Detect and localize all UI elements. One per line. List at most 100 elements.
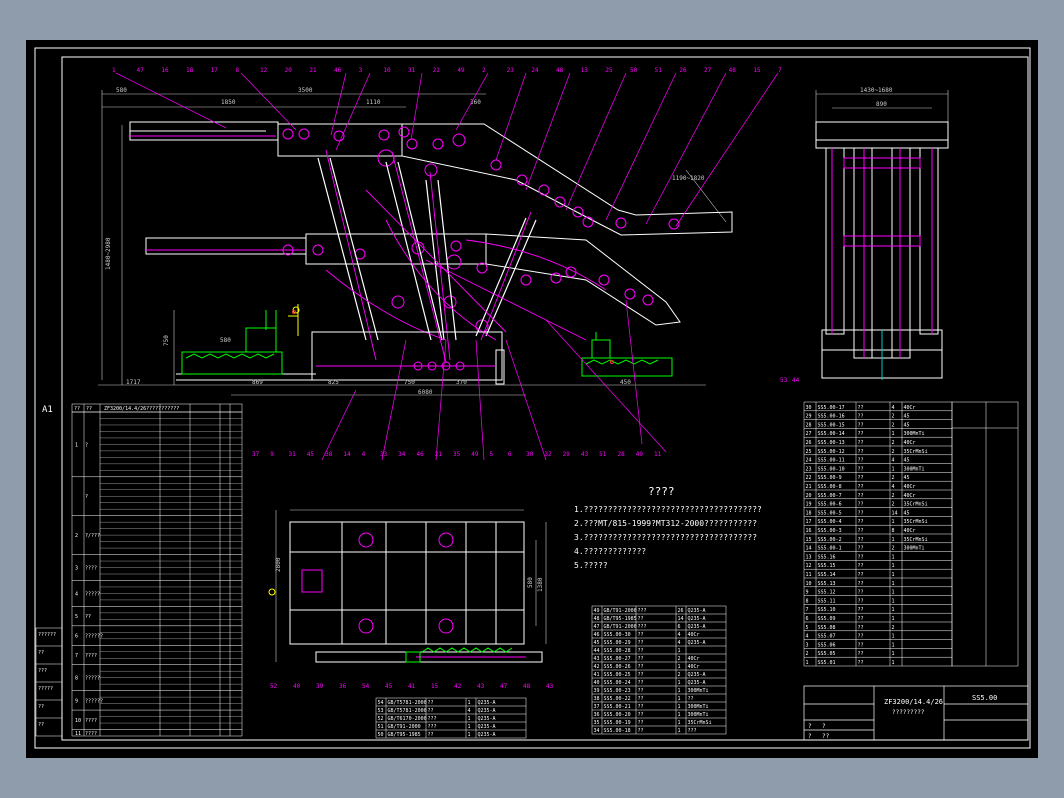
sheet-size-label: A1 — [42, 405, 53, 415]
part-cell: 1 — [892, 660, 895, 666]
balloon-top-11: 10 — [383, 67, 391, 74]
cad-viewport[interactable]: A1 — [26, 40, 1038, 758]
note-5: 5.????? — [574, 561, 608, 570]
part-cell: 19 — [806, 502, 812, 508]
spec-group-name: ???? — [85, 718, 97, 724]
part-cell: 40 — [594, 680, 600, 686]
balloon-bottom-1: 40 — [293, 683, 301, 690]
dim-1717: 1717 — [126, 379, 141, 386]
balloon-middle-2: 31 — [289, 451, 297, 458]
part-cell: 39 — [594, 688, 600, 694]
part-cell: 45 — [904, 458, 910, 464]
balloon-top-14: 49 — [457, 67, 465, 74]
side-block-cell: ?? — [38, 650, 44, 656]
balloon-top-1: 47 — [137, 67, 145, 74]
part-cell: 2 — [892, 625, 895, 631]
title-cell-2: ? — [822, 723, 826, 730]
dim-580: 580 — [116, 87, 127, 94]
balloon-middle-19: 51 — [599, 451, 607, 458]
part-cell: SS5.00-19 — [604, 720, 631, 726]
part-cell: 45 — [904, 475, 910, 481]
part-cell: 1 — [678, 696, 681, 702]
part-cell: ?? — [858, 625, 864, 631]
balloon-middle-15: 30 — [526, 451, 534, 458]
dim-1110: 1110 — [366, 99, 381, 106]
part-cell: Q235-A — [478, 732, 496, 738]
part-cell: 40Cr — [688, 632, 700, 638]
part-cell: ?? — [638, 640, 644, 646]
balloon-top-13: 22 — [433, 67, 441, 74]
part-cell: 14 — [892, 510, 898, 516]
balloon-top-16: 23 — [507, 67, 515, 74]
balloon-bottom-12: 43 — [546, 683, 554, 690]
title-block — [803, 685, 1029, 741]
balloon-bottom-8: 42 — [454, 683, 462, 690]
specification-table: ????ZF3200/14.4/26???????????1??2?/???3?… — [71, 403, 243, 737]
part-cell: 1 — [678, 728, 681, 734]
part-cell: 21 — [806, 484, 812, 490]
part-cell: ??? — [428, 724, 437, 730]
balloon-top-0: 1 — [112, 67, 116, 74]
balloon-top-8: 21 — [309, 67, 317, 74]
spec-group-name: ?????? — [85, 634, 103, 640]
part-cell: 2 — [892, 546, 895, 552]
spec-group-no: 10 — [75, 718, 81, 724]
part-cell: SS5.01 — [818, 660, 836, 666]
part-cell: 28 — [806, 422, 812, 428]
part-cell: 4 — [892, 405, 895, 411]
balloon-middle-14: 6 — [508, 451, 512, 458]
part-cell: ?? — [858, 607, 864, 613]
plan-view-base: 2800 1380 580 — [268, 509, 547, 663]
part-cell: ?? — [638, 712, 644, 718]
part-cell: ?? — [858, 581, 864, 587]
part-cell: SS5.10 — [818, 607, 836, 613]
balloon-middle-8: 34 — [398, 451, 406, 458]
part-cell: ?? — [688, 696, 694, 702]
part-cell: 2 — [892, 502, 895, 508]
part-cell: ?? — [858, 563, 864, 569]
part-cell: SS5.11 — [818, 598, 836, 604]
part-cell: ??? — [638, 608, 647, 614]
dim-1380: 1380 — [537, 577, 544, 592]
balloon-middle-20: 28 — [617, 451, 625, 458]
balloon-top-21: 50 — [630, 67, 638, 74]
dim-2800: 2800 — [275, 557, 282, 572]
part-cell: 52 — [378, 716, 384, 722]
inner-border — [61, 56, 1029, 741]
balloon-top-10: 3 — [359, 67, 363, 74]
balloon-middle-13: 5 — [490, 451, 494, 458]
part-cell: SS5.09 — [818, 616, 836, 622]
spec-group-no: 11 — [75, 731, 81, 737]
balloon-bottom-4: 54 — [362, 683, 370, 690]
part-cell: SS5.00-23 — [604, 688, 631, 694]
balloon-bottom-6: 41 — [408, 683, 416, 690]
balloon-middle-11: 35 — [453, 451, 461, 458]
balloon-middle-4: 38 — [325, 451, 333, 458]
part-cell: ?? — [858, 642, 864, 648]
part-cell: Q235-A — [688, 624, 706, 630]
spec-group-name: ???? — [85, 566, 97, 572]
part-cell: SS5.13 — [818, 581, 836, 587]
part-cell: ??? — [688, 728, 697, 734]
part-cell: GB/T91-2000 — [604, 624, 637, 630]
part-cell: ?? — [638, 720, 644, 726]
balloon-top-24: 27 — [704, 67, 712, 74]
part-cell: 29 — [806, 414, 812, 420]
part-cell: SS5.00-9 — [818, 475, 842, 481]
spec-header-no: ?? — [74, 406, 80, 412]
part-cell: SS5.00-18 — [604, 728, 631, 734]
part-cell: SS5.08 — [818, 625, 836, 631]
part-cell: 2 — [678, 656, 681, 662]
part-cell: 13 — [806, 554, 812, 560]
part-cell: 1 — [892, 590, 895, 596]
balloon-top-18: 48 — [556, 67, 564, 74]
part-cell: 46 — [594, 632, 600, 638]
part-cell: 3 — [806, 642, 809, 648]
technical-notes: ???? 1.?????????????????????????????????… — [574, 485, 762, 570]
part-cell: 48 — [594, 616, 600, 622]
part-cell: ?? — [638, 696, 644, 702]
part-cell: 1 — [468, 700, 471, 706]
part-cell: ?? — [858, 414, 864, 420]
